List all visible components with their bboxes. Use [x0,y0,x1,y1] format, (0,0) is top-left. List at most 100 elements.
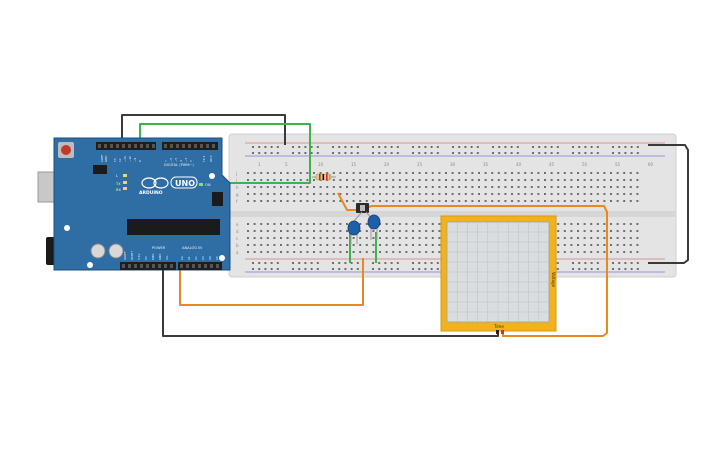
breadboard-hole [491,186,494,188]
breadboard-hole [425,230,428,232]
breadboard-hole [464,179,467,181]
breadboard-hole [471,179,474,181]
reset-button[interactable] [61,145,71,155]
rail-hole [516,152,519,154]
breadboard-hole [557,179,560,181]
breadboard-hole [306,179,309,181]
rail-hole [596,152,599,154]
breadboard-hole [504,186,507,188]
breadboard-hole [623,193,626,195]
breadboard-hole [266,230,269,232]
breadboard-hole [412,186,414,188]
breadboard-hole [583,223,586,225]
digital-label: DIGITAL (PWM~) [164,163,194,167]
breadboard-hole [563,179,566,181]
breadboard-hole [352,200,355,202]
breadboard-hole [372,186,375,188]
rail-hole [270,152,273,154]
breadboard-hole [438,237,441,239]
scope-probe-signal[interactable] [501,330,504,334]
pin-label: AREF [100,154,104,162]
digital-header-left[interactable] [96,142,156,150]
breadboard-hole [544,172,546,174]
breadboard-hole [247,244,249,246]
breadboard-hole [438,230,441,232]
col-number: 20 [384,162,390,167]
breadboard-hole [266,179,269,181]
breadboard-hole [326,186,329,188]
ceramic-capacitor[interactable] [367,214,381,230]
breadboard-hole [385,193,388,195]
rail-hole [556,146,559,148]
breadboard-hole [451,193,454,195]
rail-hole [424,262,427,264]
rail-hole [252,268,254,270]
breadboard-hole [266,200,269,202]
breadboard-hole [583,251,586,253]
rail-hole [436,152,439,154]
uno-label: UNO [175,179,195,188]
rail-hole [412,262,414,264]
breadboard-hole [339,179,342,181]
rail-hole [464,152,467,154]
breadboard-hole [405,200,408,202]
wire-black-top[interactable] [121,114,286,145]
header-pin [158,264,161,268]
breadboard-hole [253,244,256,246]
ceramic-capacitor[interactable] [347,220,361,236]
header-pin [170,264,173,268]
rail-hole [578,146,581,148]
resistor[interactable] [312,173,336,181]
breadboard-hole [379,179,381,181]
breadboard-hole [629,244,632,246]
slide-switch-knob[interactable] [360,205,365,211]
breadboard-hole [392,186,395,188]
breadboard-hole [332,186,335,188]
rail-hole [270,262,273,264]
breadboard-hole [610,186,612,188]
wires[interactable] [121,114,689,337]
wire-orange-probe[interactable] [337,192,608,337]
breadboard-hole [405,186,408,188]
rail-hole [464,146,467,148]
breadboard-hole [405,251,408,253]
breadboard-hole [346,230,348,232]
breadboard-hole [352,251,355,253]
breadboard-hole [280,200,282,202]
breadboard-hole [616,193,619,195]
oscilloscope[interactable]: Time Voltage [440,215,557,334]
breadboard-hole [359,223,362,225]
rail-hole [584,146,587,148]
arduino-uno[interactable]: UNO ARDUINO DIGITAL (PWM~) TX RX L ON PO… [37,137,231,271]
wire-orange-a0[interactable] [179,258,364,306]
breadboard-hole [497,172,500,174]
rail-hole [298,262,301,264]
rail-hole [612,262,614,264]
breadboard-hole [484,172,487,174]
header-pin [176,144,179,148]
rail-hole [436,146,439,148]
scope-probe-ground[interactable] [496,330,499,334]
rail-hole [418,268,421,270]
pin-label: A3 [201,256,205,260]
rail-hole [550,146,553,148]
breadboard-hole [280,172,282,174]
rail-hole [344,146,347,148]
breadboard-components[interactable] [347,203,381,244]
rail-hole [596,268,599,270]
breadboard-hole [339,237,342,239]
breadboard-hole [590,251,593,253]
breadboard-hole [577,230,579,232]
breadboard-hole [451,186,454,188]
rail-hole [298,152,301,154]
breadboard-hole [346,172,348,174]
wire-black-rail-jumper[interactable] [648,144,689,264]
breadboard-hole [583,193,586,195]
breadboard-hole [537,179,540,181]
breadboard-hole [286,230,289,232]
breadboard-hole [346,237,348,239]
breadboard-hole [577,244,579,246]
header-pin [128,144,131,148]
rail-hole [304,262,307,264]
